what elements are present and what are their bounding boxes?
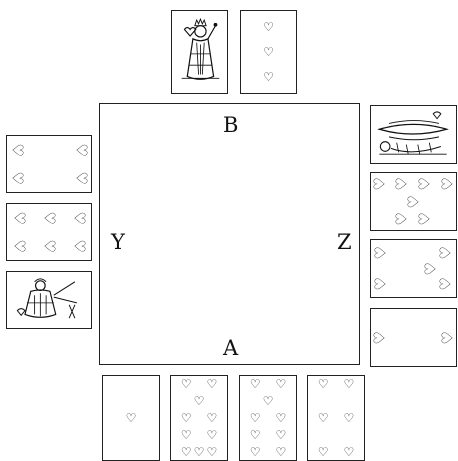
heart-icon: ♡	[250, 412, 261, 424]
king-figure-icon	[375, 110, 452, 159]
heart-icon: ♡	[275, 429, 286, 441]
heart-icon: ♡	[181, 378, 192, 390]
heart-icon: ♡	[343, 446, 354, 458]
heart-icon: ♡	[206, 446, 217, 458]
heart-icon: ♡	[374, 246, 389, 259]
heart-icon: ♡	[275, 446, 286, 458]
heart-icon: ♡	[73, 171, 88, 184]
heart-icon: ♡	[42, 211, 57, 224]
table-square: B A Y Z	[99, 103, 360, 365]
heart-icon: ♡	[10, 171, 25, 184]
seat-label-south: A	[223, 336, 238, 360]
heart-icon: ♡	[318, 446, 329, 458]
queen-figure-icon	[176, 15, 223, 89]
heart-icon: ♡	[406, 195, 421, 208]
card-6-of-hearts-south: ♡ ♡ ♡ ♡ ♡ ♡	[307, 375, 365, 461]
card-queen-of-hearts	[171, 10, 228, 94]
heart-icon: ♡	[194, 446, 205, 458]
heart-icon: ♡	[194, 395, 205, 407]
heart-icon: ♡	[318, 412, 329, 424]
heart-icon: ♡	[440, 178, 455, 191]
heart-icon: ♡	[181, 429, 192, 441]
heart-icon: ♡	[374, 278, 389, 291]
heart-icon: ♡	[417, 178, 432, 191]
heart-icon: ♡	[263, 21, 274, 33]
heart-icon: ♡	[440, 331, 455, 344]
heart-icon: ♡	[263, 395, 274, 407]
heart-icon: ♡	[343, 412, 354, 424]
heart-icon: ♡	[343, 378, 354, 390]
card-king-of-hearts	[370, 105, 457, 164]
heart-icon: ♡	[250, 446, 261, 458]
heart-icon: ♡	[438, 278, 453, 291]
heart-icon: ♡	[263, 46, 274, 58]
seat-label-west: Y	[111, 230, 125, 254]
heart-icon: ♡	[372, 331, 387, 344]
heart-icon: ♡	[263, 71, 274, 83]
heart-icon: ♡	[181, 412, 192, 424]
seat-label-north: B	[223, 113, 238, 137]
card-knave-of-hearts	[6, 271, 92, 329]
heart-icon: ♡	[73, 143, 88, 156]
heart-icon: ♡	[72, 211, 87, 224]
card-4-of-hearts: ♡ ♡ ♡ ♡	[6, 135, 92, 193]
card-2-of-hearts: ♡♡	[370, 308, 457, 367]
seat-label-east: Z	[337, 230, 352, 254]
heart-icon: ♡	[372, 178, 387, 191]
heart-icon: ♡	[11, 211, 26, 224]
heart-icon: ♡	[42, 239, 57, 252]
heart-icon: ♡	[318, 378, 329, 390]
card-5-of-hearts: ♡♡♡♡♡	[370, 239, 457, 298]
card-9-of-hearts: ♡♡♡♡♡♡♡♡♡	[239, 375, 297, 461]
heart-icon: ♡	[250, 429, 261, 441]
card-7-of-hearts: ♡ ♡ ♡ ♡ ♡ ♡ ♡	[370, 172, 457, 231]
heart-icon: ♡	[181, 446, 192, 458]
heart-icon: ♡	[11, 239, 26, 252]
heart-icon: ♡	[206, 412, 217, 424]
heart-icon: ♡	[126, 412, 137, 424]
card-6-of-hearts: ♡ ♡ ♡ ♡ ♡ ♡	[6, 203, 92, 261]
heart-icon: ♡	[417, 212, 432, 225]
heart-icon: ♡	[275, 412, 286, 424]
heart-icon: ♡	[395, 178, 410, 191]
heart-icon: ♡	[423, 262, 438, 275]
heart-icon: ♡	[72, 239, 87, 252]
heart-icon: ♡	[275, 378, 286, 390]
heart-icon: ♡	[10, 143, 25, 156]
card-10-of-hearts: ♡♡♡♡♡♡♡♡♡♡	[170, 375, 228, 461]
heart-icon: ♡	[250, 378, 261, 390]
heart-icon: ♡	[395, 212, 410, 225]
heart-icon: ♡	[206, 378, 217, 390]
card-3-of-hearts: ♡ ♡ ♡	[240, 10, 297, 94]
heart-icon: ♡	[206, 429, 217, 441]
heart-icon: ♡	[438, 246, 453, 259]
knave-figure-icon	[11, 276, 87, 324]
card-ace-of-hearts: ♡	[102, 375, 160, 461]
